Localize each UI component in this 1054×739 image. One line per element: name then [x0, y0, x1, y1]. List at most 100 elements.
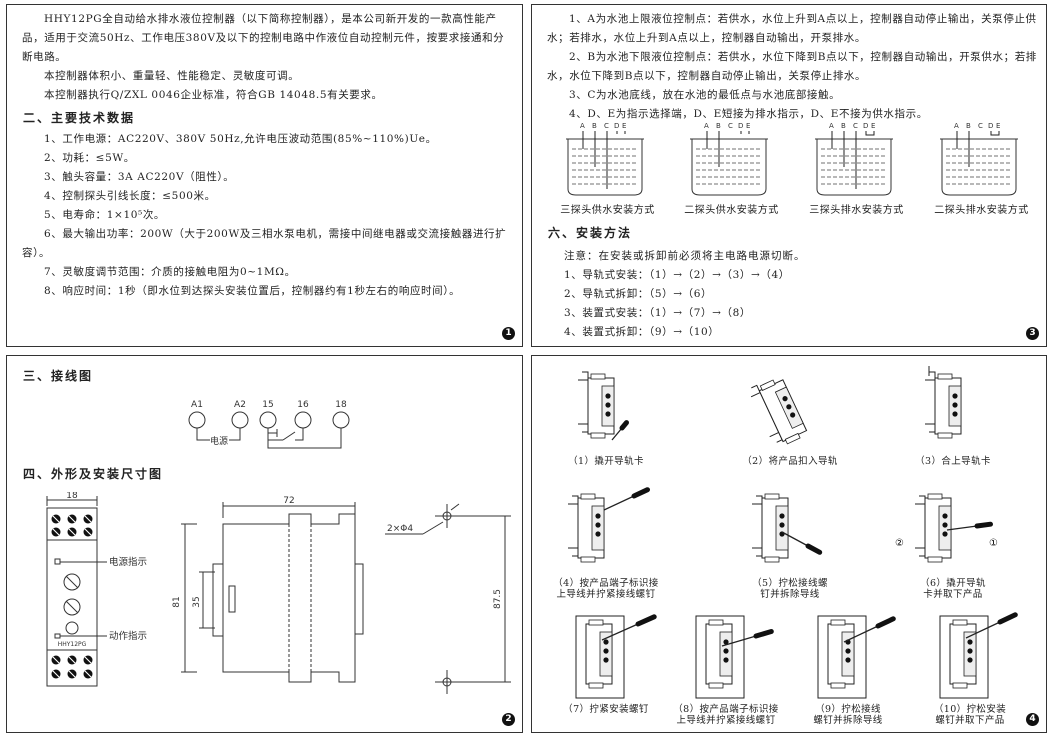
terminal-circle — [294, 411, 312, 429]
page-3: 1、A为水池上限液位控制点：若供水，水位上升到A点以上，控制器自动停止输出，关泵… — [531, 4, 1047, 347]
side-view: 72 81 35 — [172, 496, 364, 683]
terminal-circle — [188, 411, 206, 429]
step-caption: （4）按产品端子标识接上导线并拧紧接线螺钉 — [542, 578, 670, 600]
terminal-circle — [259, 411, 277, 429]
page-number: 3 — [1026, 327, 1039, 340]
spec-list: 1、工作电源：AC220V、380V 50Hz,允许电压波动范围(85%~110… — [22, 130, 514, 301]
intro-paragraph: 本控制器执行Q/ZXL 0046企业标准，符合GB 14048.5有关要求。 — [44, 89, 383, 101]
page-1: HHY12PG全自动给水排水液位控制器（以下简称控制器），是本公司新开发的一款高… — [6, 4, 523, 347]
install-step-figure: （4）按产品端子标识接上导线并拧紧接线螺钉 — [542, 486, 670, 600]
step-caption-line: （9）拧松接线 — [815, 704, 881, 715]
probe-notes: 1、A为水池上限液位控制点：若供水，水位上升到A点以上，控制器自动停止输出，关泵… — [547, 10, 1039, 124]
power-indicator-label: 电源指示 — [109, 556, 147, 568]
warning-note: 注意：在安装或拆卸前必须将主电路电源切断。 — [564, 250, 806, 262]
probe-letter: A — [829, 122, 834, 130]
install-steps: 注意：在安装或拆卸前必须将主电路电源切断。 1、导轨式安装：（1）→（2）→（3… — [564, 247, 1024, 342]
spec-item: 6、最大输出功率：200W（大于200W及三相水泵电机，需接中间继电器或交流接触… — [22, 228, 507, 259]
install-illustration — [817, 615, 896, 699]
contact-wire — [267, 428, 283, 441]
install-step: 1、导轨式安装：（1）→（2）→（3）→（4） — [564, 269, 790, 281]
probe-letter: B — [841, 122, 846, 130]
install-step-figure: （2）将产品扣入导轨 — [726, 364, 854, 467]
adjust-knob — [63, 573, 81, 591]
step-caption: （6）撬开导轨卡并取下产品 — [889, 578, 1017, 600]
probe-letter: C — [604, 122, 609, 130]
intro-text: HHY12PG全自动给水排水液位控制器（以下简称控制器），是本公司新开发的一款高… — [22, 10, 514, 105]
step-marker: ① — [989, 538, 998, 549]
step-caption-line: 上导线并拧紧接线螺钉 — [676, 715, 776, 726]
spec-item: 7、灵敏度调节范围：介质的接触电阻为0~1MΩ。 — [44, 266, 296, 278]
contact-wire — [267, 428, 277, 434]
page-2: 三、接线图 A1 A2 15 16 18 电源 四、外形及安装尺寸 — [6, 355, 523, 733]
side-inner-label: 35 — [192, 596, 202, 607]
install-illustration — [925, 366, 962, 439]
spec-item: 4、控制探头引线长度：≤500米。 — [44, 190, 216, 202]
probe-letter: E — [746, 122, 750, 130]
install-step-figure: （8）按产品端子标识接上导线并拧紧接线螺钉 — [662, 612, 790, 726]
probe-note: 2、B为水池下限液位控制点：若供水，水位下降到B点以下，控制器自动输出，开泵供水… — [547, 51, 1037, 82]
install-illustration: ①② — [895, 493, 998, 563]
install-illustration — [568, 487, 650, 563]
section-title-wiring: 三、接线图 — [23, 369, 94, 383]
action-indicator-label: 动作指示 — [109, 630, 147, 642]
probe-letter: C — [728, 122, 733, 130]
contact-wire — [267, 428, 342, 449]
front-view: 18 HHY12PG 电源指示 动作指示 — [46, 492, 147, 687]
install-illustration — [752, 493, 823, 563]
probe-letter: A — [580, 122, 585, 130]
tank-caption: 二探头排水安装方式 — [934, 205, 1029, 216]
spec-item: 5、电寿命：1×10⁵次。 — [44, 209, 166, 221]
install-step-figure: （3）合上导轨卡 — [889, 364, 1017, 467]
section-title-dimensions: 四、外形及安装尺寸图 — [23, 467, 164, 481]
terminal-label: 18 — [335, 400, 347, 410]
probe-letter: B — [716, 122, 721, 130]
spec-item: 2、功耗：≤5W。 — [44, 152, 135, 164]
contact-wire — [295, 428, 304, 441]
probe-letter: B — [592, 122, 597, 130]
hole-label: 2×Φ4 — [387, 524, 413, 534]
step-caption: （1）撬开导轨卡 — [542, 456, 670, 467]
probe-letter: C — [978, 122, 983, 130]
power-label: 电源 — [210, 435, 228, 447]
terminal-label: 16 — [297, 400, 309, 410]
probe-note: 1、A为水池上限液位控制点：若供水，水位上升到A点以上，控制器自动停止输出，关泵… — [547, 13, 1037, 44]
power-wire-right — [229, 428, 241, 441]
step-caption: （2）将产品扣入导轨 — [726, 456, 854, 467]
intro-paragraph: 本控制器体积小、重量轻、性能稳定、灵敏度可调。 — [44, 70, 300, 82]
install-illustration — [575, 614, 657, 699]
step-caption-line: （3）合上导轨卡 — [915, 456, 991, 467]
spec-item: 1、工作电源：AC220V、380V 50Hz,允许电压波动范围(85%~110… — [44, 133, 437, 145]
install-illustration — [939, 612, 1018, 699]
page-4: （1）撬开导轨卡 （2）将产品扣入导轨 （3）合上导轨卡 （4）按产品端子标识接… — [531, 355, 1047, 733]
page-number: 1 — [502, 327, 515, 340]
step-caption-line: （6）撬开导轨 — [920, 578, 986, 589]
step-caption-line: 螺钉并取下产品 — [935, 715, 1005, 726]
install-illustration — [578, 371, 629, 441]
terminal-label: 15 — [262, 400, 273, 410]
power-wire-left — [196, 428, 210, 441]
step-caption-line: 螺钉并拆除导线 — [813, 715, 883, 726]
step-caption-line: （4）按产品端子标识接 — [553, 578, 659, 589]
page-number: 4 — [1026, 713, 1039, 726]
mounting-holes: 2×Φ4 87.5 — [385, 503, 511, 694]
intro-paragraph: HHY12PG全自动给水排水液位控制器（以下简称控制器），是本公司新开发的一款高… — [22, 13, 505, 63]
probe-letter: A — [954, 122, 959, 130]
step-caption: （10）拧松安装螺钉并取下产品 — [906, 704, 1034, 726]
probe-letter: B — [966, 122, 971, 130]
tank-caption: 二探头供水安装方式 — [684, 205, 779, 216]
step-caption-line: （2）将产品扣入导轨 — [742, 456, 838, 467]
probe-letter: A — [704, 122, 709, 130]
probe-letter: D — [738, 122, 743, 130]
probe-letter: D — [988, 122, 993, 130]
page-number: 2 — [502, 713, 515, 726]
step-caption-line: 钉并拆除导线 — [760, 589, 820, 600]
step-caption: （7）拧紧安装螺钉 — [542, 704, 670, 715]
section-title-install: 六、安装方法 — [548, 226, 633, 240]
adjust-knob — [63, 598, 81, 616]
probe-letter: E — [871, 122, 875, 130]
